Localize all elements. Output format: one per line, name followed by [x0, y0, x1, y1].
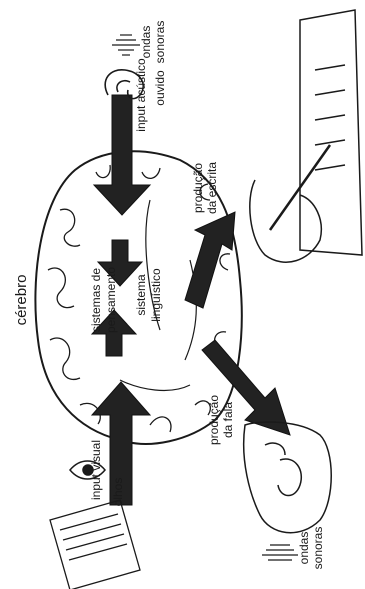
book-illustration [50, 500, 140, 589]
sound-wave-bottom-icon [262, 545, 298, 560]
label-ouvido: ouvido [153, 70, 167, 106]
arrow-producao-escrita [185, 212, 235, 308]
label-ondas-bottom-1: ondas [297, 532, 311, 565]
label-producao-fala-1: produção [207, 395, 221, 445]
label-sistemas-2: pensamento [104, 267, 118, 333]
speech-head-illustration [244, 422, 332, 533]
label-sistemas-1: sistemas de [89, 268, 103, 332]
label-ondas-top-1: ondas [139, 26, 153, 59]
label-cerebro: cérebro [13, 275, 30, 326]
label-producao-escrita-2: da escrita [205, 162, 219, 214]
label-input-visual: input visual [89, 440, 103, 500]
label-producao-escrita-1: produção [191, 163, 205, 213]
label-sistema-ling-1: sistema [134, 274, 148, 316]
label-producao-fala-2: da fala [221, 402, 235, 438]
label-sistema-ling-2: linguístico [149, 268, 163, 322]
writing-hand-illustration [250, 10, 362, 262]
label-ondas-top-2: sonoras [153, 21, 167, 64]
arrows [92, 95, 290, 505]
sound-wave-top-icon [112, 35, 140, 55]
label-olhos: olhos [111, 478, 125, 507]
label-input-acustico: input acústico [134, 58, 148, 132]
label-ondas-bottom-2: sonoras [311, 527, 325, 570]
